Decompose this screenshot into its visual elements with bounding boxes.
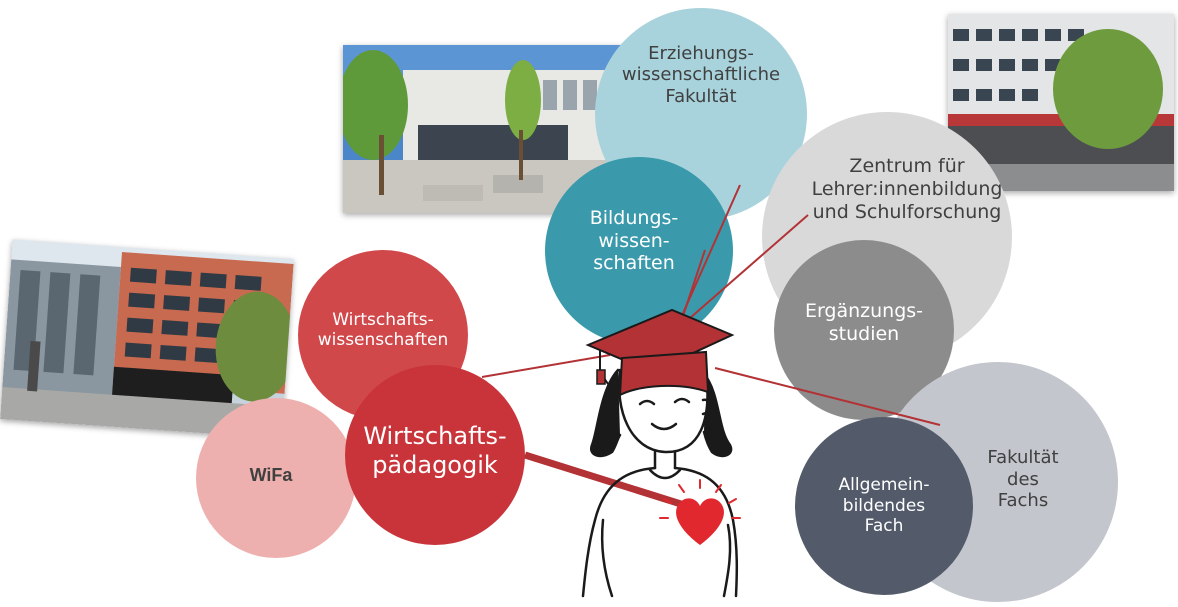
node-label: WiFa <box>249 464 293 485</box>
node-allgemeinbildendes-fach: Allgemein- bildendes Fach <box>795 417 973 595</box>
building-image-right <box>948 14 1174 191</box>
building-image-left <box>0 239 294 439</box>
hair <box>589 368 622 458</box>
face <box>617 368 709 454</box>
campus-photo-left <box>0 239 294 439</box>
node-label: Fakultät des Fachs <box>987 447 1059 512</box>
node-wirtschaftspaedagogik: Wirtschafts- pädagogik <box>345 365 525 545</box>
node-label: Allgemein- bildendes Fach <box>838 475 930 537</box>
campus-photo-center <box>343 45 627 213</box>
node-wifa: WiFa <box>196 398 356 558</box>
connector-lines <box>481 184 941 514</box>
graduation-cap-icon <box>585 308 735 397</box>
node-label: Bildungs- wissen- schaften <box>589 206 679 275</box>
building-image-center <box>343 45 627 213</box>
node-bildungswissenschaften: Bildungs- wissen- schaften <box>545 157 733 345</box>
node-label: Erziehungs- wissenschaftliche Fakultät <box>621 42 781 107</box>
node-label: Zentrum für Lehrer:innenbildung und Schu… <box>811 155 1003 223</box>
campus-photo-right <box>948 14 1174 191</box>
connector-zentrum <box>681 214 809 326</box>
node-label: Wirtschafts- pädagogik <box>363 422 507 479</box>
heart-icon <box>659 479 741 545</box>
connector-wiwi <box>481 354 611 378</box>
graduate-figure <box>581 368 739 598</box>
node-label: Wirtschafts- wissenschaften <box>317 309 449 350</box>
node-label: Ergänzungs- studien <box>804 299 924 345</box>
connector-fach <box>714 367 941 426</box>
connector-erziehungswissenschaften <box>679 184 741 321</box>
connector-wipaed <box>523 451 702 514</box>
body <box>581 466 657 598</box>
